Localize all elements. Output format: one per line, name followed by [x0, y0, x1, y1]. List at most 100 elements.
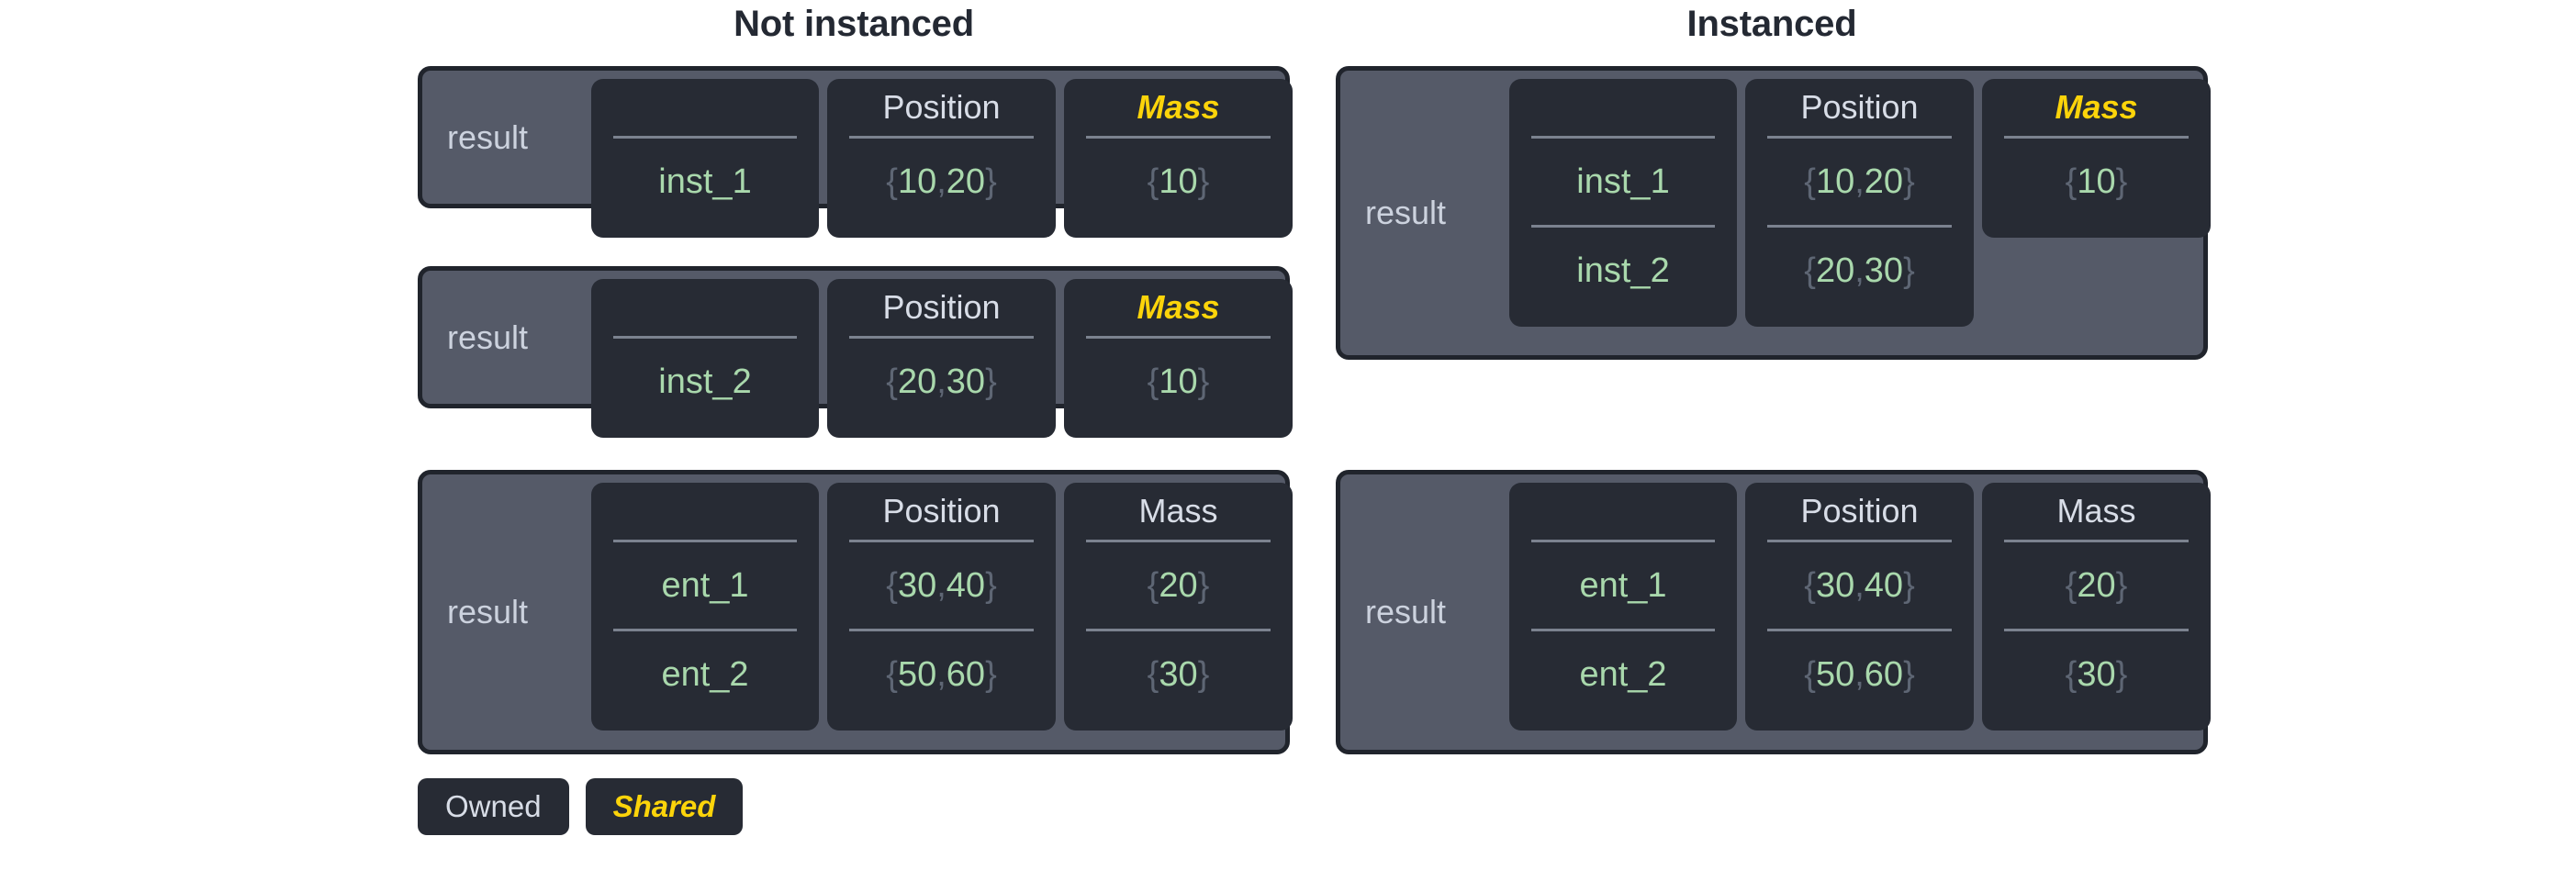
column-header-mass: Mass — [1138, 492, 1218, 530]
brace-glyph: } — [2115, 565, 2128, 605]
result-panel: result inst_2 Position {20, 30} Mass {10} — [418, 266, 1293, 438]
entity-name-cell: inst_1 — [613, 136, 797, 225]
component-value-cell: {50, 60} — [1767, 629, 1952, 718]
component-column: Mass{20}{30} — [1982, 483, 2211, 731]
component-value-cell: {20, 30} — [849, 336, 1034, 425]
result-label: result — [1365, 593, 1447, 630]
component-value-cell: {10} — [1086, 336, 1271, 425]
column-header-mass: Mass — [1137, 288, 1220, 326]
comma-glyph: , — [1854, 251, 1865, 290]
component-column: inst_2 — [591, 279, 819, 438]
brace-glyph: { — [2065, 162, 2078, 201]
comma-glyph: , — [1854, 654, 1865, 694]
result-label: result — [447, 117, 529, 156]
brace-glyph: } — [1903, 162, 1915, 201]
brace-glyph: } — [1903, 565, 1915, 605]
component-value-cell: {10} — [2004, 136, 2189, 225]
column-header-mass: Mass — [2056, 492, 2136, 530]
component-value-cell: {50, 60} — [849, 629, 1034, 718]
legend-chip-shared: Shared — [585, 778, 744, 835]
brace-glyph: } — [985, 362, 997, 401]
brace-glyph: } — [1197, 362, 1210, 401]
comma-glyph: , — [1854, 162, 1865, 201]
column-header-position: Position — [882, 88, 1001, 126]
column-header-position: Position — [882, 288, 1001, 326]
brace-glyph: } — [1903, 251, 1915, 290]
comma-glyph: , — [936, 162, 946, 201]
component-value-cell: {20, 30} — [1767, 225, 1952, 314]
entity-name-cell: ent_1 — [613, 540, 797, 629]
legend-chip-owned: Owned — [418, 778, 569, 835]
brace-glyph: { — [886, 162, 898, 201]
component-column: Position{10, 20}{20, 30} — [1745, 79, 1974, 327]
legend: Owned Shared — [418, 778, 744, 835]
brace-glyph: { — [2065, 565, 2078, 605]
component-column: Mass {20}{30} — [1064, 483, 1293, 731]
column-header-mass: Mass — [2055, 88, 2138, 126]
brace-glyph: { — [1147, 654, 1159, 694]
component-value-cell: {30, 40} — [849, 540, 1034, 629]
column-header-mass: Mass — [1137, 88, 1220, 126]
result-label: result — [447, 593, 529, 630]
result-label: result — [1365, 194, 1447, 231]
column-header-blank — [591, 483, 819, 540]
column-header-position: Position — [882, 492, 1001, 530]
brace-glyph: { — [886, 362, 898, 401]
component-value-cell: {30} — [1086, 629, 1271, 718]
brace-glyph: { — [1147, 162, 1159, 201]
brace-glyph: { — [886, 565, 898, 605]
component-column: inst_1 — [591, 79, 819, 238]
column-header-blank — [1509, 79, 1737, 136]
entity-name-cell: ent_1 — [1531, 540, 1715, 629]
brace-glyph: } — [1197, 654, 1210, 694]
brace-glyph: { — [886, 654, 898, 694]
brace-glyph: { — [2065, 654, 2078, 694]
result-label: result — [447, 318, 529, 356]
brace-glyph: } — [2115, 654, 2128, 694]
brace-glyph: } — [985, 654, 997, 694]
component-column: Mass {10} — [1064, 279, 1293, 438]
brace-glyph: { — [1804, 162, 1816, 201]
component-value-cell: {30} — [2004, 629, 2189, 718]
entity-name-cell: inst_2 — [1531, 225, 1715, 314]
brace-glyph: { — [1804, 251, 1816, 290]
brace-glyph: } — [985, 162, 997, 201]
comma-glyph: , — [936, 362, 946, 401]
entity-name-cell: ent_2 — [1531, 629, 1715, 718]
brace-glyph: { — [1147, 362, 1159, 401]
column-header-position: Position — [1800, 492, 1919, 530]
column-header-blank — [591, 79, 819, 136]
entity-name-cell: inst_2 — [613, 336, 797, 425]
component-column: Mass {10} — [1982, 79, 2211, 238]
component-column: Mass{10} — [1064, 79, 1293, 238]
component-value-cell: {30, 40} — [1767, 540, 1952, 629]
brace-glyph: } — [1197, 162, 1210, 201]
brace-glyph: { — [1147, 565, 1159, 605]
brace-glyph: } — [1903, 654, 1915, 694]
brace-glyph: } — [985, 565, 997, 605]
component-column: Position {30, 40}{50, 60} — [1745, 483, 1974, 731]
comma-glyph: , — [936, 654, 946, 694]
component-column: Position{10, 20} — [827, 79, 1056, 238]
brace-glyph: { — [1804, 654, 1816, 694]
column-header-blank — [591, 279, 819, 336]
heading-not-instanced: Not instanced — [734, 4, 974, 44]
comma-glyph: , — [936, 565, 946, 605]
comma-glyph: , — [1854, 565, 1865, 605]
component-value-cell: {20} — [1086, 540, 1271, 629]
brace-glyph: } — [1197, 565, 1210, 605]
heading-instanced: Instanced — [1686, 4, 1857, 44]
column-header-position: Position — [1800, 88, 1919, 126]
brace-glyph: } — [2115, 162, 2128, 201]
